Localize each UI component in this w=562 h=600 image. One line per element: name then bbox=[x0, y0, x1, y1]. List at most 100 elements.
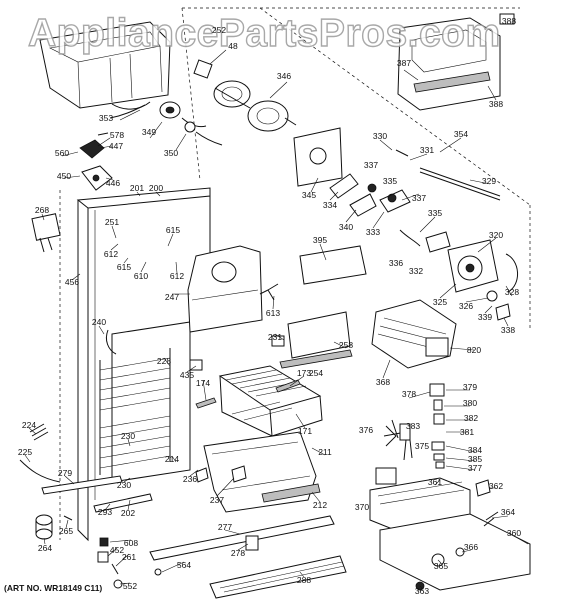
part-callout-610: 610 bbox=[133, 270, 149, 281]
part-callout-48: 48 bbox=[228, 40, 238, 51]
part-callout-288: 288 bbox=[296, 574, 312, 585]
part-callout-261: 261 bbox=[121, 551, 137, 562]
part-callout-334: 334 bbox=[322, 199, 338, 210]
part-callout-370: 370 bbox=[354, 501, 370, 512]
part-callout-339: 339 bbox=[477, 311, 493, 322]
part-callout-360: 360 bbox=[506, 527, 522, 538]
art-number: (ART NO. WR18149 C11) bbox=[4, 583, 103, 593]
part-callout-608: 608 bbox=[123, 537, 139, 548]
part-callout-435: 435 bbox=[179, 369, 195, 380]
part-callout-368: 368 bbox=[375, 376, 391, 387]
part-callout-201: 201 bbox=[129, 182, 145, 193]
part-callout-376: 376 bbox=[358, 424, 374, 435]
fasteners-upper-left bbox=[79, 132, 113, 191]
part-callout-446: 446 bbox=[105, 177, 121, 188]
part-callout-265: 265 bbox=[58, 525, 74, 536]
bottom-rails bbox=[149, 515, 347, 599]
part-callout-331: 331 bbox=[419, 144, 435, 155]
part-callout-578: 578 bbox=[109, 129, 125, 140]
part-callout-363: 363 bbox=[414, 585, 430, 596]
part-callout-214: 214 bbox=[164, 453, 180, 464]
part-callout-171: 171 bbox=[297, 425, 313, 436]
part-callout-258: 258 bbox=[338, 339, 354, 350]
part-callout-211: 211 bbox=[318, 446, 332, 457]
drain-heater bbox=[19, 423, 123, 495]
case-liner bbox=[76, 187, 211, 542]
dispenser-cover bbox=[397, 13, 515, 111]
part-callout-320: 320 bbox=[488, 229, 504, 240]
part-callout-336: 336 bbox=[388, 257, 404, 268]
part-callout-456: 456 bbox=[64, 276, 80, 287]
part-callout-278: 278 bbox=[230, 547, 246, 558]
part-callout-338: 338 bbox=[500, 324, 516, 335]
linkage-parts bbox=[329, 173, 451, 253]
part-callout-353: 353 bbox=[98, 112, 114, 123]
fill-tube bbox=[395, 149, 501, 201]
part-callout-224: 224 bbox=[21, 419, 37, 430]
part-callout-379: 379 bbox=[462, 381, 478, 392]
part-callout-452: 452 bbox=[109, 544, 125, 555]
part-callout-612: 612 bbox=[169, 270, 185, 281]
part-callout-560: 560 bbox=[54, 147, 70, 158]
part-callout-615: 615 bbox=[116, 261, 132, 272]
part-callout-384: 384 bbox=[467, 444, 483, 455]
part-callout-382: 382 bbox=[463, 412, 479, 423]
part-callout-332: 332 bbox=[408, 265, 424, 276]
part-callout-225: 225 bbox=[17, 446, 33, 457]
part-callout-212: 212 bbox=[312, 499, 328, 510]
part-callout-335: 335 bbox=[382, 175, 398, 186]
part-callout-450: 450 bbox=[56, 170, 72, 181]
part-callout-337: 337 bbox=[363, 159, 379, 170]
part-callout-613: 613 bbox=[265, 307, 281, 318]
part-callout-340: 340 bbox=[338, 221, 354, 232]
part-callout-252: 252 bbox=[211, 24, 227, 35]
part-callout-388: 388 bbox=[488, 98, 504, 109]
icemaker-body bbox=[371, 299, 457, 369]
part-callout-293: 293 bbox=[97, 506, 113, 517]
part-callout-552: 552 bbox=[122, 580, 138, 591]
part-callout-380: 380 bbox=[462, 397, 478, 408]
part-callout-612: 612 bbox=[103, 248, 119, 259]
part-callout-346: 346 bbox=[276, 70, 292, 81]
evaporator bbox=[99, 321, 191, 483]
light-socket bbox=[31, 213, 61, 253]
part-callout-366: 366 bbox=[463, 541, 479, 552]
part-callout-383: 383 bbox=[405, 420, 421, 431]
part-callout-335: 335 bbox=[427, 207, 443, 218]
shelf-cover bbox=[279, 311, 353, 369]
crusher-assembly bbox=[193, 59, 297, 132]
part-callout-326: 326 bbox=[458, 300, 474, 311]
part-callout-388: 388 bbox=[501, 15, 517, 26]
part-callout-236: 236 bbox=[182, 473, 198, 484]
part-callout-564: 564 bbox=[176, 559, 192, 570]
part-callout-395: 395 bbox=[312, 234, 328, 245]
part-callout-247: 247 bbox=[164, 291, 180, 302]
ice-bucket bbox=[39, 21, 171, 110]
machine-compartment bbox=[369, 467, 531, 591]
lower-left-parts bbox=[35, 493, 162, 589]
part-callout-820: 820 bbox=[466, 344, 482, 355]
part-callout-268: 268 bbox=[34, 204, 50, 215]
wire-basket bbox=[218, 365, 323, 437]
part-callout-378: 378 bbox=[401, 388, 417, 399]
part-callout-354: 354 bbox=[453, 128, 469, 139]
part-callout-202: 202 bbox=[120, 507, 136, 518]
bracket-345 bbox=[293, 127, 343, 187]
part-callout-349: 349 bbox=[141, 126, 157, 137]
part-callout-385: 385 bbox=[467, 453, 483, 464]
part-callout-377: 377 bbox=[467, 462, 483, 473]
icemaker-head bbox=[447, 239, 518, 321]
part-callout-337: 337 bbox=[411, 192, 427, 203]
part-callout-364: 364 bbox=[500, 506, 516, 517]
part-callout-200: 200 bbox=[148, 182, 164, 193]
part-callout-345: 345 bbox=[301, 189, 317, 200]
part-callout-375: 375 bbox=[414, 440, 430, 451]
part-callout-264: 264 bbox=[37, 542, 53, 553]
auger-parts bbox=[109, 101, 223, 146]
part-callout-447: 447 bbox=[108, 140, 124, 151]
part-callout-328: 328 bbox=[504, 286, 520, 297]
part-callout-173: 173 bbox=[296, 367, 312, 378]
part-callout-387: 387 bbox=[396, 57, 412, 68]
